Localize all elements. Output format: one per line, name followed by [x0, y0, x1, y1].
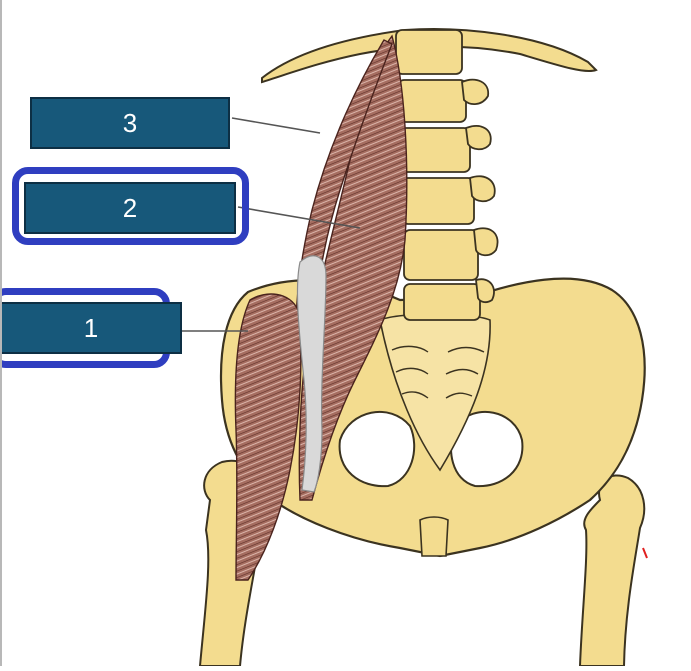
label-1-text: 1: [83, 312, 99, 343]
label-2-highlight: [12, 167, 249, 245]
sacral-foramina: [391, 345, 485, 399]
left-frame-edge: [0, 0, 2, 666]
psoas-minor-tendon: [296, 255, 327, 493]
rib-arch: [261, 28, 598, 84]
label-box-3[interactable]: 3: [30, 97, 230, 149]
label-box-2[interactable]: 2: [24, 182, 236, 234]
left-obturator: [338, 411, 416, 488]
label-box-1[interactable]: 1: [0, 302, 182, 354]
psoas-major-muscle: [298, 34, 408, 501]
right-obturator: [450, 411, 524, 488]
lumbar-spine: [395, 29, 499, 321]
leader-line-2: [237, 206, 361, 229]
red-tick-mark: [642, 547, 648, 559]
label-2-text: 2: [122, 192, 138, 223]
leader-line-3: [231, 117, 321, 134]
right-femur: [578, 474, 646, 667]
label-3-text: 3: [122, 107, 138, 138]
iliacus-muscle: [234, 293, 302, 581]
pubic-symphysis: [419, 516, 449, 557]
